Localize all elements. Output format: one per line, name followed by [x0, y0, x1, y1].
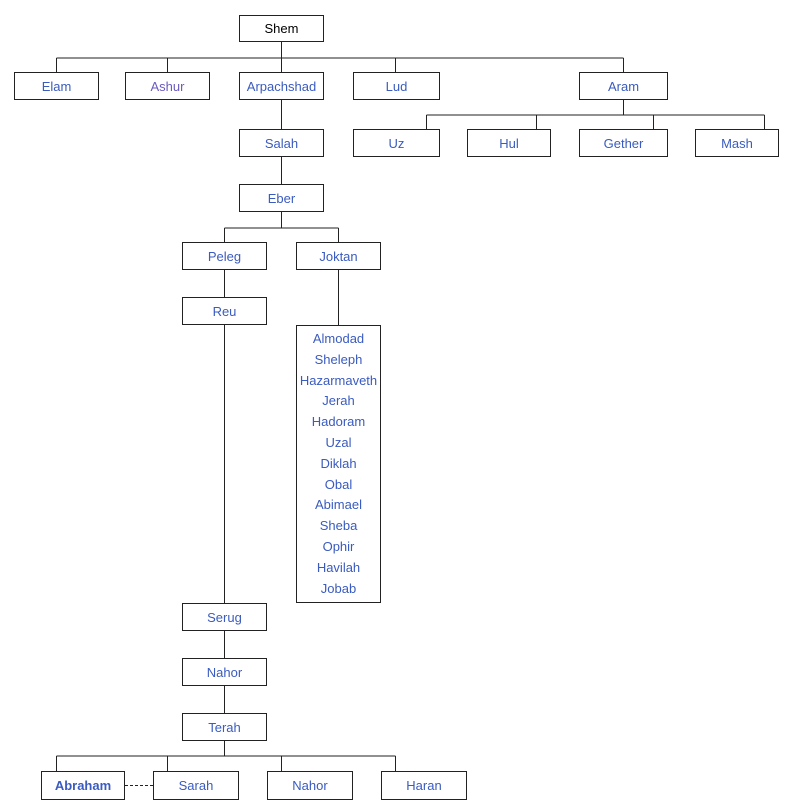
node-mash[interactable]: Mash: [695, 129, 779, 157]
node-arpachshad[interactable]: Arpachshad: [239, 72, 324, 100]
node-elam[interactable]: Elam: [14, 72, 99, 100]
list-item-ophir[interactable]: Ophir: [322, 538, 355, 554]
node-uz[interactable]: Uz: [353, 129, 440, 157]
node-abraham[interactable]: Abraham: [41, 771, 125, 800]
list-item-sheleph[interactable]: Sheleph: [314, 351, 363, 367]
list-item-sheba[interactable]: Sheba: [319, 518, 358, 534]
node-reu[interactable]: Reu: [182, 297, 267, 325]
list-item-jobab[interactable]: Jobab: [320, 580, 357, 596]
node-haran[interactable]: Haran: [381, 771, 467, 800]
node-aram[interactable]: Aram: [579, 72, 668, 100]
node-lud[interactable]: Lud: [353, 72, 440, 100]
list-item-almodad[interactable]: Almodad: [312, 331, 365, 346]
node-peleg[interactable]: Peleg: [182, 242, 267, 270]
list-item-havilah[interactable]: Havilah: [316, 559, 361, 575]
list-item-hazarmaveth[interactable]: Hazarmaveth: [299, 372, 378, 388]
node-gether[interactable]: Gether: [579, 129, 668, 157]
list-item-hadoram[interactable]: Hadoram: [311, 414, 366, 430]
node-ashur[interactable]: Ashur: [125, 72, 210, 100]
list-item-jerah[interactable]: Jerah: [322, 393, 355, 409]
list-item-uzal[interactable]: Uzal: [325, 434, 352, 450]
node-terah[interactable]: Terah: [182, 713, 267, 741]
node-joktan[interactable]: Joktan: [296, 242, 381, 270]
joktan-sons-list: Almodad Sheleph Hazarmaveth Jerah Hadora…: [296, 325, 381, 603]
node-salah[interactable]: Salah: [239, 129, 324, 157]
list-item-abimael[interactable]: Abimael: [315, 497, 362, 513]
node-serug[interactable]: Serug: [182, 603, 267, 631]
node-shem: Shem: [239, 15, 324, 42]
node-nahor[interactable]: Nahor: [267, 771, 353, 800]
node-sarah[interactable]: Sarah: [153, 771, 239, 800]
list-item-diklah[interactable]: Diklah: [320, 455, 357, 471]
node-hul[interactable]: Hul: [467, 129, 551, 157]
list-item-obal[interactable]: Obal: [324, 476, 353, 492]
node-nahor-grandfather[interactable]: Nahor: [182, 658, 267, 686]
node-eber[interactable]: Eber: [239, 184, 324, 212]
